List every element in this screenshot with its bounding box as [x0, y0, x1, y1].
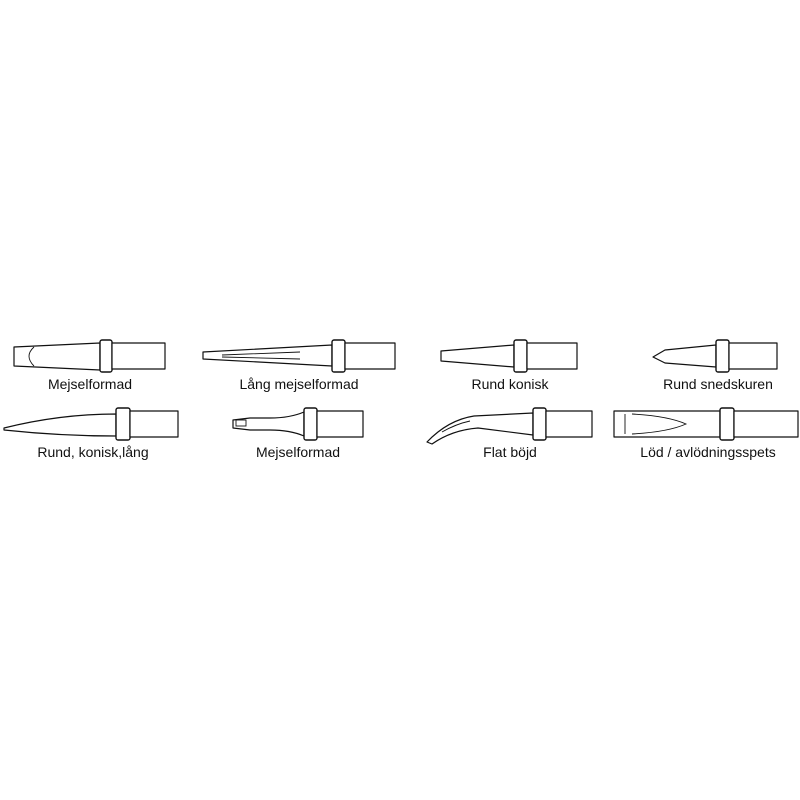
tip-chisel-2: Mejselformad: [232, 407, 364, 460]
tip-label-chisel-1: Mejselformad: [48, 376, 132, 392]
tip-label-chisel-2: Mejselformad: [256, 444, 340, 460]
tip-label-flat-bent: Flat böjd: [483, 444, 537, 460]
tip-round-conical: Rund konisk: [440, 339, 578, 392]
tip-flat-bent: Flat böjd: [426, 407, 593, 460]
tip-label-round-conical: Rund konisk: [471, 376, 549, 392]
tip-label-solder-desolder: Löd / avlödningsspets: [640, 444, 775, 460]
tip-solder-desolder: Löd / avlödningsspets: [613, 407, 799, 460]
tip-round-bevel: Rund snedskuren: [652, 339, 778, 392]
tip-chisel-1: Mejselformad: [13, 339, 166, 392]
tip-round-conical-long: Rund, konisk,lång: [3, 407, 179, 460]
tip-long-chisel: Lång mejselformad: [202, 339, 396, 392]
tip-label-round-conical-long: Rund, konisk,lång: [37, 444, 148, 460]
tip-label-round-bevel: Rund snedskuren: [663, 376, 773, 392]
tip-label-long-chisel: Lång mejselformad: [239, 376, 358, 392]
